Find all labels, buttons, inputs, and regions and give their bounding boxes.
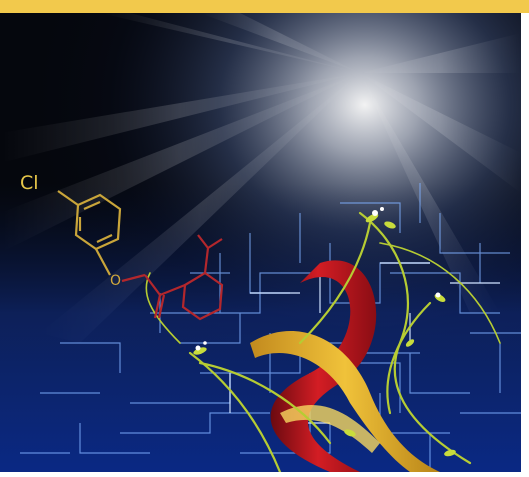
chlorine-label: Cl <box>20 172 39 194</box>
accent-bar <box>0 0 529 13</box>
blue-field <box>0 183 521 472</box>
cover-artwork: Cl O <box>0 13 521 472</box>
amide-chain <box>121 234 224 321</box>
artwork-svg: Cl O <box>0 13 521 472</box>
chemical-structure: Cl O <box>20 172 224 321</box>
phenyl-ring <box>57 190 122 276</box>
oxygen-label: O <box>110 273 121 289</box>
vine-flowers <box>195 207 441 351</box>
plant-vines <box>145 211 501 472</box>
